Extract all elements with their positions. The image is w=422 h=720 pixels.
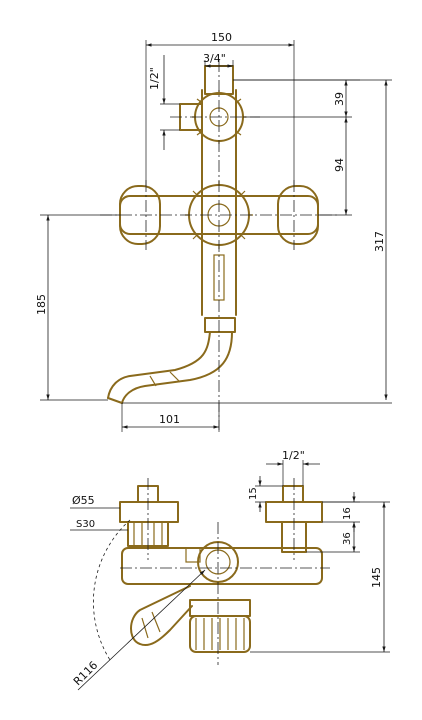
dim-150: 150 — [145, 31, 295, 186]
dim-diameter-55-label: Ø55 — [72, 494, 95, 507]
dim-s30-label: S30 — [76, 519, 95, 530]
faucet-front-body — [107, 65, 319, 404]
dim-317-label: 317 — [373, 231, 386, 252]
dim-15: 15 — [248, 476, 283, 512]
dim-185: 185 — [35, 214, 120, 401]
dim-39: 39 — [233, 79, 360, 118]
front-view: 150 3/4" 1/2" 39 94 — [35, 31, 392, 432]
dim-94-label: 94 — [333, 158, 346, 172]
dim-145-label: 145 — [370, 567, 383, 588]
dim-three-quarter-label: 3/4" — [203, 52, 226, 65]
dim-s30: S30 — [70, 519, 128, 531]
dim-three-quarter-inch: 3/4" — [203, 52, 234, 68]
dim-185-label: 185 — [35, 294, 48, 315]
dim-diameter-55: Ø55 — [70, 494, 120, 509]
dim-half-inch-side-label: 1/2" — [282, 449, 305, 462]
dim-150-label: 150 — [211, 31, 232, 44]
dim-101-label: 101 — [159, 413, 180, 426]
dim-36-label: 36 — [342, 532, 353, 545]
dim-15-label: 15 — [248, 487, 259, 500]
dim-half-inch-side: 1/2" — [266, 449, 320, 486]
dim-94: 94 — [318, 117, 352, 216]
faucet-side-body — [119, 485, 323, 653]
side-center-lines — [120, 478, 330, 665]
dim-317: 317 — [122, 79, 392, 404]
dim-half-inch-front: 1/2" — [148, 55, 180, 150]
dim-36: 36 — [306, 522, 360, 553]
dim-101: 101 — [121, 403, 220, 432]
dim-145: 145 — [250, 501, 390, 653]
side-view: R116 Ø55 S30 1/2" 15 — [70, 449, 390, 691]
dim-half-inch-front-label: 1/2" — [148, 67, 161, 90]
dim-16-label: 16 — [342, 507, 353, 520]
dim-39-label: 39 — [333, 92, 346, 106]
